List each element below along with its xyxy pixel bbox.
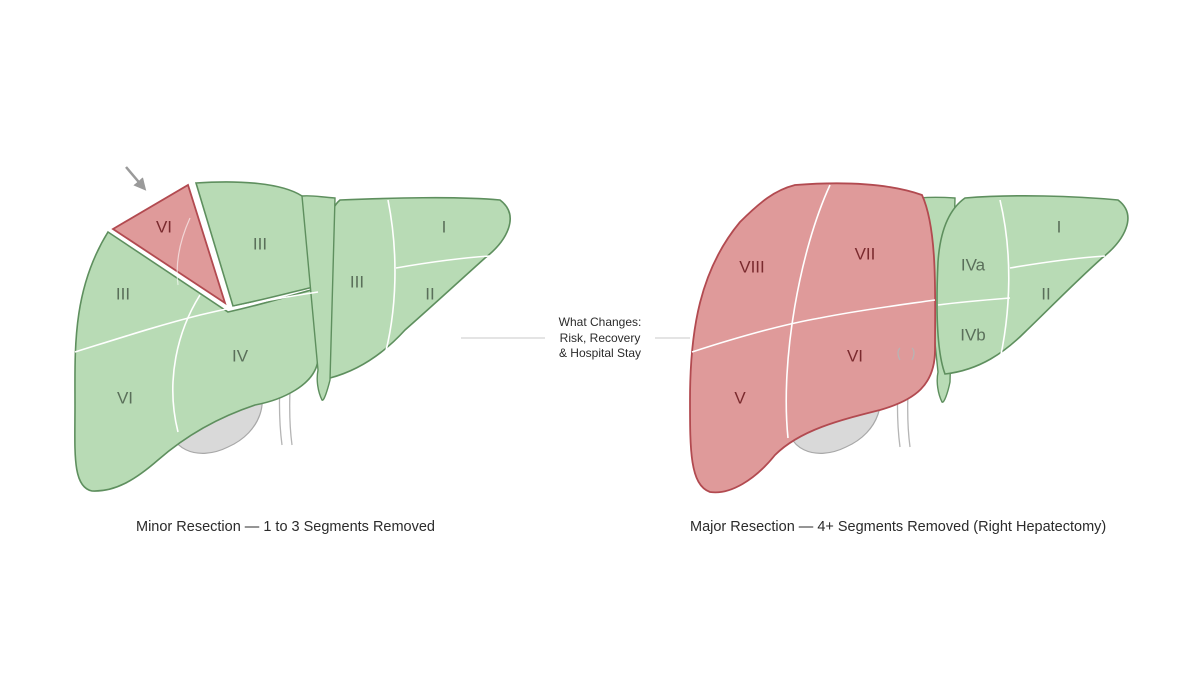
center-note: What Changes: Risk, Recovery & Hospital … [535, 315, 665, 362]
right-liver: VIII VII V VI IVa IVb I II [689, 182, 1129, 494]
right-liver-right-lobe [936, 195, 1129, 375]
segment-label: III [253, 234, 267, 253]
segment-label: III [116, 284, 130, 303]
segment-label: IVb [960, 325, 986, 344]
segment-label: VII [855, 244, 876, 263]
segment-label: I [1057, 217, 1062, 236]
center-note-line: Risk, Recovery [559, 330, 641, 345]
segment-label: II [1041, 284, 1050, 303]
segment-label: III [350, 272, 364, 291]
segment-label: VI [847, 346, 863, 365]
segment-label: IVa [961, 255, 986, 274]
segment-label: VIII [739, 257, 765, 276]
left-liver: VI III III VI IV III I II [74, 166, 511, 492]
ligament-left [301, 195, 336, 401]
segment-label: II [425, 284, 434, 303]
major-resection-caption: Major Resection — 4+ Segments Removed (R… [690, 519, 1107, 535]
segment-label: I [442, 217, 447, 236]
left-liver-removed-wedge [111, 183, 227, 306]
minor-resection-caption: Minor Resection — 1 to 3 Segments Remove… [136, 519, 435, 535]
segment-label: VI [156, 217, 172, 236]
right-liver-resected-region [689, 182, 937, 494]
center-note-line: & Hospital Stay [558, 346, 642, 360]
center-note-line: What Changes: [558, 315, 642, 329]
segment-label: V [734, 388, 746, 407]
segment-label: IV [232, 346, 249, 365]
segment-label: VI [117, 388, 133, 407]
arrow-icon [125, 166, 147, 191]
